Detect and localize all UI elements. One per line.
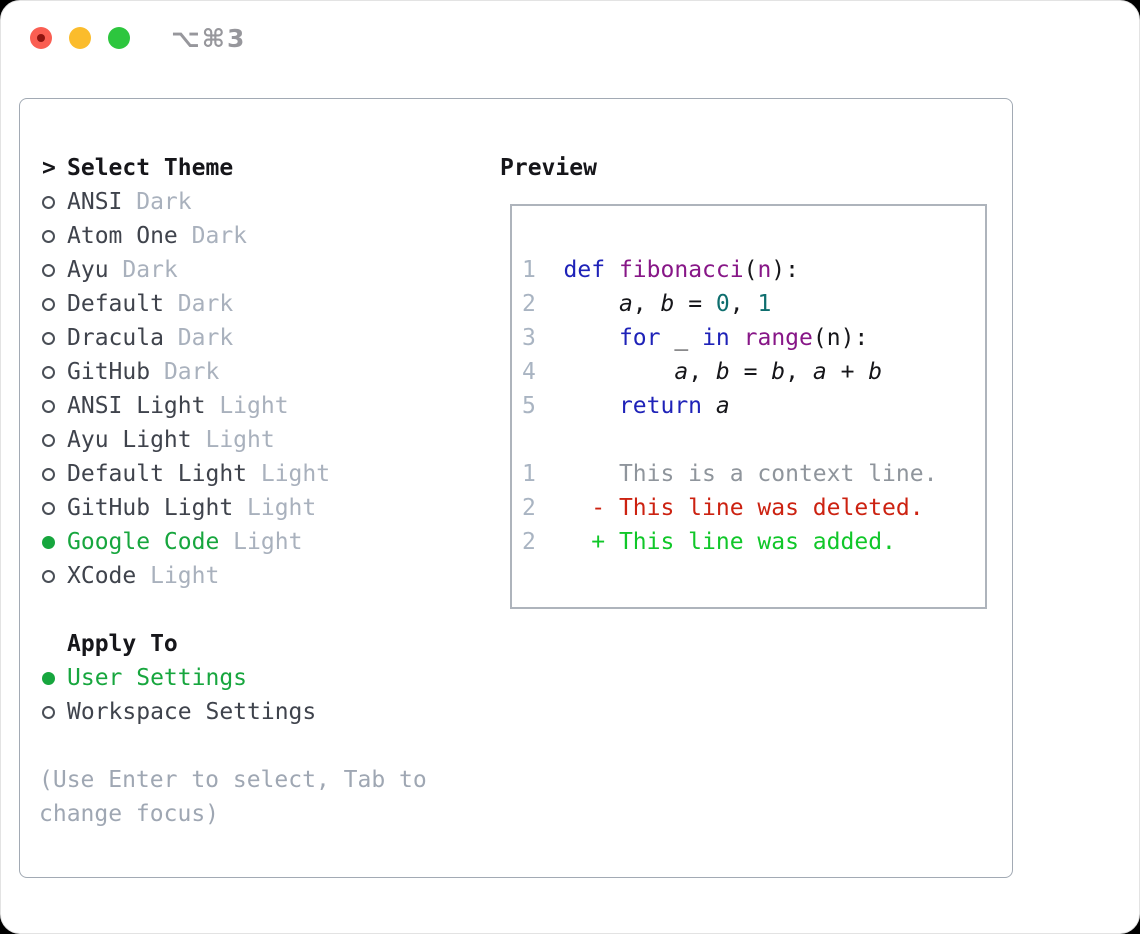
line-number: 1 — [522, 257, 564, 283]
theme-variant-label: Dark — [163, 325, 234, 351]
apply-to-header: Apply To — [40, 627, 316, 661]
theme-list-header: > Select Theme — [40, 151, 330, 185]
option-label: XCode — [67, 563, 137, 589]
option-label: Ayu Light — [67, 427, 192, 453]
theme-variant-label: Light — [205, 393, 289, 419]
diff-line-del: 2 - This line was deleted. — [522, 495, 924, 521]
theme-option-default-light[interactable]: Default Light Light — [40, 457, 330, 491]
diff-line-ctx: 1 This is a context line. — [522, 461, 938, 487]
theme-variant-label: Light — [247, 461, 331, 487]
option-label: Google Code — [67, 529, 220, 555]
option-label: User Settings — [67, 665, 248, 691]
theme-option-github-light[interactable]: GitHub Light Light — [40, 491, 330, 525]
radio-unselected-icon — [40, 569, 67, 583]
section-header-label: Apply To — [67, 631, 178, 657]
line-number: 4 — [522, 359, 564, 385]
theme-variant-label: Dark — [150, 359, 220, 385]
minimize-button-icon[interactable] — [69, 27, 91, 49]
theme-variant-label: Dark — [122, 189, 192, 215]
option-label: Default — [67, 291, 164, 317]
window-title: ⌥⌘3 — [171, 23, 247, 53]
theme-option-ayu[interactable]: Ayu Dark — [40, 253, 330, 287]
theme-variant-label: Dark — [163, 291, 234, 317]
radio-unselected-icon — [40, 705, 67, 719]
theme-option-ansi-light[interactable]: ANSI Light Light — [40, 389, 330, 423]
close-button-icon[interactable] — [30, 27, 52, 49]
code-line: 2 a, b = 0, 1 — [522, 291, 772, 317]
code-line: 3 for _ in range(n): — [522, 325, 869, 351]
option-label: GitHub Light — [67, 495, 234, 521]
diff-preview: 1 This is a context line. 2 - This line w… — [522, 457, 937, 559]
preview-title: Preview — [500, 155, 597, 181]
focus-chevron-icon: > — [42, 155, 56, 181]
code-line: 4 a, b = b, a + b — [522, 359, 883, 385]
option-label: Dracula — [67, 325, 164, 351]
theme-variant-label: Light — [136, 563, 220, 589]
line-number: 5 — [522, 393, 564, 419]
theme-option-dracula[interactable]: Dracula Dark — [40, 321, 330, 355]
line-number: 2 — [522, 529, 536, 555]
radio-unselected-icon — [40, 195, 67, 209]
code-preview: 1 def fibonacci(n): 2 a, b = 0, 1 3 for _ … — [522, 253, 882, 423]
theme-option-ansi[interactable]: ANSI Dark — [40, 185, 330, 219]
option-label: Workspace Settings — [67, 699, 317, 725]
preview-box: 1 def fibonacci(n): 2 a, b = 0, 1 3 for _ … — [510, 204, 987, 609]
theme-option-xcode[interactable]: XCode Light — [40, 559, 330, 593]
option-label: ANSI Light — [67, 393, 206, 419]
theme-option-google-code[interactable]: Google Code Light — [40, 525, 330, 559]
line-number: 2 — [522, 495, 536, 521]
radio-unselected-icon — [40, 365, 67, 379]
option-label: ANSI — [67, 189, 123, 215]
radio-unselected-icon — [40, 297, 67, 311]
radio-unselected-icon — [40, 467, 67, 481]
window-titlebar: ⌥⌘3 — [30, 24, 246, 53]
theme-option-github[interactable]: GitHub Dark — [40, 355, 330, 389]
code-line: 1 def fibonacci(n): — [522, 257, 799, 283]
line-number: 1 — [522, 461, 536, 487]
option-label: Atom One — [67, 223, 178, 249]
radio-selected-icon — [40, 671, 67, 685]
line-number: 3 — [522, 325, 564, 351]
radio-unselected-icon — [40, 263, 67, 277]
radio-unselected-icon — [40, 331, 67, 345]
apply-option-workspace-settings[interactable]: Workspace Settings — [40, 695, 316, 729]
zoom-button-icon[interactable] — [108, 27, 130, 49]
theme-variant-label: Light — [219, 529, 303, 555]
theme-variant-label: Dark — [177, 223, 248, 249]
section-header-label: Select Theme — [67, 155, 234, 181]
option-label: Default Light — [67, 461, 248, 487]
theme-variant-label: Light — [233, 495, 317, 521]
option-label: Ayu — [67, 257, 109, 283]
apply-option-user-settings[interactable]: User Settings — [40, 661, 316, 695]
radio-unselected-icon — [40, 433, 67, 447]
radio-unselected-icon — [40, 501, 67, 515]
code-line: 5 return a — [522, 393, 730, 419]
radio-unselected-icon — [40, 399, 67, 413]
line-number: 2 — [522, 291, 564, 317]
theme-variant-label: Light — [191, 427, 275, 453]
theme-option-default[interactable]: Default Dark — [40, 287, 330, 321]
option-label: GitHub — [67, 359, 151, 385]
theme-variant-label: Dark — [108, 257, 178, 283]
diff-line-add: 2 + This line was added. — [522, 529, 896, 555]
radio-selected-icon — [40, 535, 67, 549]
keyboard-hint: (Use Enter to select, Tab to change focu… — [39, 767, 427, 827]
theme-option-atom-one[interactable]: Atom One Dark — [40, 219, 330, 253]
theme-option-ayu-light[interactable]: Ayu Light Light — [40, 423, 330, 457]
radio-unselected-icon — [40, 229, 67, 243]
